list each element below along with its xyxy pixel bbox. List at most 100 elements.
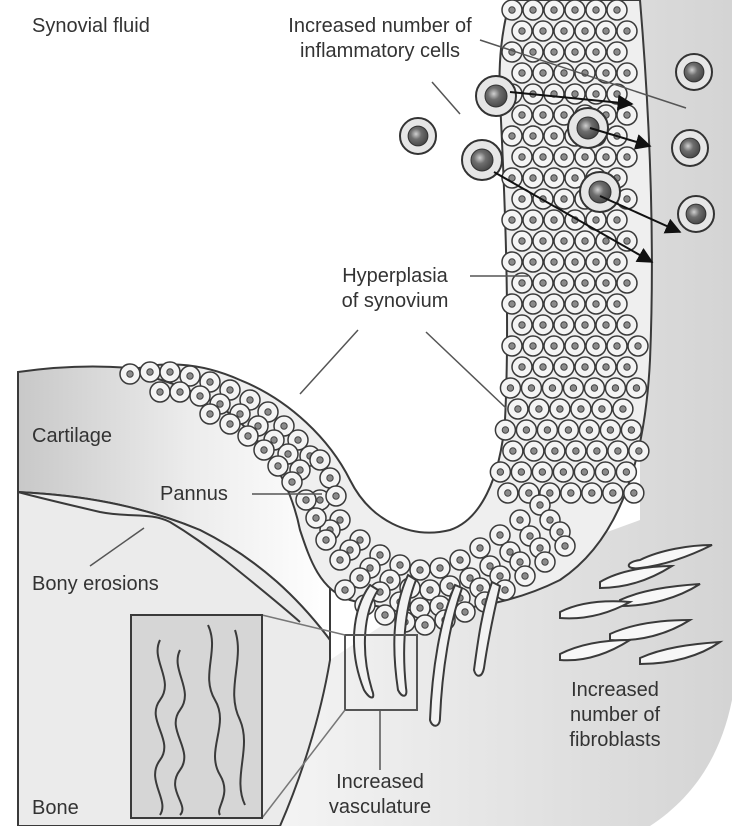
synovial-cell [574,462,594,482]
synovial-cell [502,0,522,20]
synovial-cell [320,468,340,488]
synovial-cell [455,602,475,622]
synovial-cell [587,441,607,461]
synovial-cell [544,42,564,62]
synovial-cell [607,336,627,356]
synovial-cell [565,42,585,62]
synovial-cell [512,105,532,125]
synovial-cell [554,315,574,335]
synovial-cell [498,483,518,503]
synovial-cell [575,357,595,377]
inflammatory-cell [568,108,608,148]
synovial-cell [470,538,490,558]
leader-inflammatory [432,82,460,114]
synovial-cell [450,550,470,570]
label-hyperplasia: Hyperplasia of synovium [320,264,470,314]
synovial-cell [555,536,575,556]
synovial-cell [617,273,637,293]
label-synovial-fluid: Synovial fluid [32,14,150,39]
synovial-cell [502,252,522,272]
synovial-cell [508,399,528,419]
synovial-cell [605,378,625,398]
synovial-cell [515,566,535,586]
synovial-cell [490,462,510,482]
synovial-cell [502,126,522,146]
synovial-cell [607,210,627,230]
synovial-cell [607,252,627,272]
synovial-cell [511,462,531,482]
synovial-cell [532,462,552,482]
synovial-cell [533,273,553,293]
synovial-cell [524,441,544,461]
synovial-cell [575,273,595,293]
synovial-cell [629,441,649,461]
label-pannus: Pannus [160,482,228,507]
synovial-cell [544,336,564,356]
synovial-cell [529,399,549,419]
synovial-cell [575,21,595,41]
synovial-cell [268,456,288,476]
synovial-cell [586,336,606,356]
synovial-cell [533,315,553,335]
synovial-cell [561,483,581,503]
synovial-cell [516,420,536,440]
synovial-cell [554,273,574,293]
synovial-cell [566,441,586,461]
synovial-cell [586,0,606,20]
synovial-cell [533,21,553,41]
synovial-cell [586,294,606,314]
synovial-cell [495,420,515,440]
synovial-cell [575,315,595,335]
synovial-cell [500,378,520,398]
synovial-cell [512,315,532,335]
synovial-cell [554,189,574,209]
synovial-cell [533,147,553,167]
label-hyperplasia-line2: of synovium [320,289,470,314]
synovial-cell [565,336,585,356]
synovial-cell [238,426,258,446]
synovial-cell [220,414,240,434]
label-bony-erosions: Bony erosions [32,572,159,597]
synovial-cell [512,357,532,377]
label-vasculature: Increased vasculature [310,770,450,820]
label-fibroblasts-line2: number of [540,703,690,728]
synovial-cell [563,378,583,398]
synovial-cell [596,357,616,377]
synovial-cell [575,231,595,251]
synovial-cell [537,420,557,440]
synovial-cell [533,105,553,125]
synovial-cell [316,530,336,550]
synovial-cell [502,336,522,356]
synovial-cell [502,42,522,62]
synovial-cell [512,63,532,83]
synovial-cell [523,0,543,20]
leader-hyperplasia [300,330,358,394]
synovial-cell [554,21,574,41]
synovial-cell [330,550,350,570]
synovial-cell [415,615,435,635]
synovial-cell [533,231,553,251]
synovial-cell [596,231,616,251]
synovial-cell [326,486,346,506]
synovial-cell [565,0,585,20]
synovial-cell [558,420,578,440]
synovial-cell [575,147,595,167]
inflammatory-cell [678,196,714,232]
synovial-cell [607,42,627,62]
synovial-cell [523,210,543,230]
synovial-cell [554,357,574,377]
synovial-cell [523,168,543,188]
synovial-cell [502,210,522,230]
synovial-cell [571,399,591,419]
synovial-cell [523,126,543,146]
synovial-cell [521,378,541,398]
synovial-cell [550,399,570,419]
synovial-cell [503,441,523,461]
synovial-cell [579,420,599,440]
synovial-cell [160,362,180,382]
label-fibroblasts-line1: Increased [540,678,690,703]
synovial-cell [170,382,190,402]
synovial-cell [554,231,574,251]
synovial-cell [600,420,620,440]
